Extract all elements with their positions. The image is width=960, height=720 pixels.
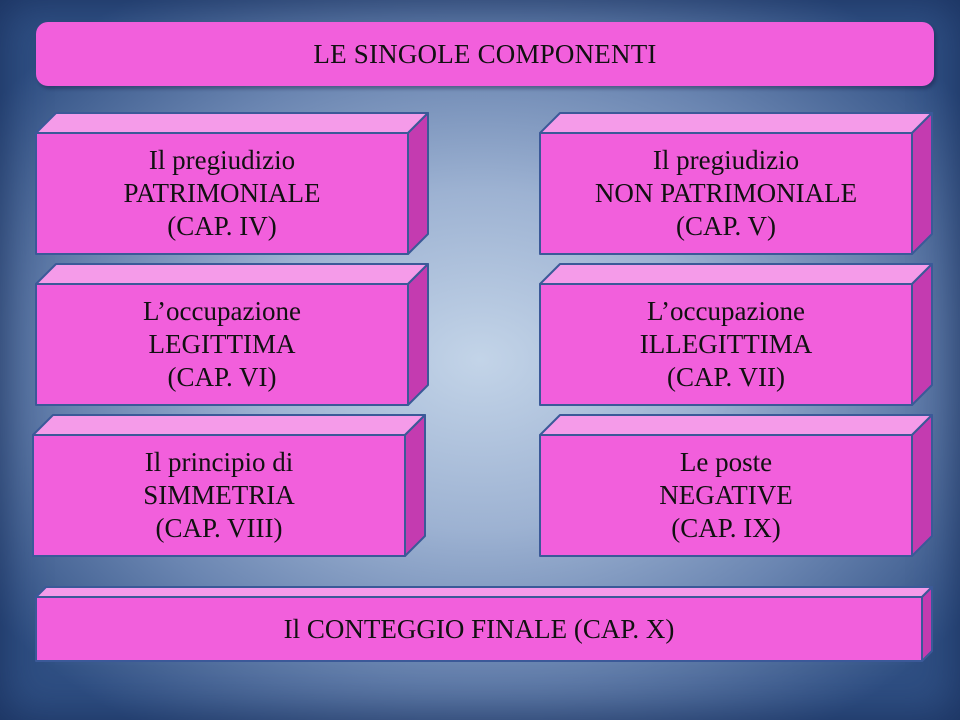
box-3d-shape bbox=[539, 414, 933, 557]
box-label: L’occupazione ILLEGITTIMA (CAP. VII) bbox=[540, 284, 912, 405]
box-side-face bbox=[407, 112, 429, 255]
box-top-face bbox=[35, 263, 429, 285]
box-label-line3: (CAP. VI) bbox=[167, 362, 277, 392]
slide-title: LE SINGOLE COMPONENTI bbox=[313, 38, 657, 69]
box-3d-shape bbox=[539, 263, 933, 406]
box-label-line3: (CAP. IV) bbox=[167, 211, 277, 241]
box-label-line3: (CAP. VII) bbox=[666, 362, 785, 392]
box-3d-shape bbox=[35, 586, 933, 662]
box-label-line3: (CAP. V) bbox=[675, 211, 777, 241]
box-3d-shape bbox=[539, 112, 933, 255]
box-top-face bbox=[35, 112, 429, 134]
box-front-face bbox=[35, 283, 409, 406]
box-top-face bbox=[32, 414, 426, 436]
box-principio-simmetria: Il principio di SIMMETRIA (CAP. VIII) bbox=[32, 414, 426, 557]
title-bar: LE SINGOLE COMPONENTI bbox=[36, 22, 934, 86]
box-conteggio-finale: Il CONTEGGIO FINALE (CAP. X) bbox=[35, 586, 933, 662]
box-label: Il principio di SIMMETRIA (CAP. VIII) bbox=[33, 435, 405, 556]
box-label-line2: NEGATIVE bbox=[659, 480, 793, 510]
box-label-line1: Il principio di bbox=[144, 447, 294, 477]
box-side-face bbox=[911, 112, 933, 255]
box-occupazione-legittima: L’occupazione LEGITTIMA (CAP. VI) bbox=[35, 263, 429, 406]
box-side-face bbox=[911, 263, 933, 406]
box-label-line2: LEGITTIMA bbox=[148, 329, 296, 359]
box-label-line1: Il pregiudizio bbox=[652, 145, 800, 175]
box-top-face bbox=[539, 263, 933, 285]
box-3d-shape bbox=[32, 414, 426, 557]
box-label: Il pregiudizio PATRIMONIALE (CAP. IV) bbox=[36, 133, 408, 254]
box-label-line3: (CAP. VIII) bbox=[155, 513, 283, 543]
box-label: Le poste NEGATIVE (CAP. IX) bbox=[540, 435, 912, 556]
box-side-face bbox=[911, 414, 933, 557]
box-label-line2: NON PATRIMONIALE bbox=[594, 178, 858, 208]
box-side-face bbox=[921, 586, 933, 662]
box-pregiudizio-patrimoniale: Il pregiudizio PATRIMONIALE (CAP. IV) bbox=[35, 112, 429, 255]
box-label-line1: Il pregiudizio bbox=[148, 145, 296, 175]
box-top-face bbox=[539, 414, 933, 436]
box-label-line1: L’occupazione bbox=[143, 296, 301, 326]
box-front-face bbox=[35, 132, 409, 255]
box-label-line3: (CAP. IX) bbox=[671, 513, 781, 543]
box-label: Il pregiudizio NON PATRIMONIALE (CAP. V) bbox=[540, 133, 912, 254]
box-label: L’occupazione LEGITTIMA (CAP. VI) bbox=[36, 284, 408, 405]
box-side-face bbox=[404, 414, 426, 557]
box-label-line2: ILLEGITTIMA bbox=[639, 329, 813, 359]
box-occupazione-illegittima: L’occupazione ILLEGITTIMA (CAP. VII) bbox=[539, 263, 933, 406]
box-label-line2: SIMMETRIA bbox=[143, 480, 295, 510]
box-front-face bbox=[32, 434, 406, 557]
box-3d-shape bbox=[35, 263, 429, 406]
box-pregiudizio-non-patrimoniale: Il pregiudizio NON PATRIMONIALE (CAP. V) bbox=[539, 112, 933, 255]
box-label-line1: Il CONTEGGIO FINALE (CAP. X) bbox=[283, 613, 675, 644]
box-front-face bbox=[539, 434, 913, 557]
box-top-face bbox=[35, 586, 933, 598]
box-front-face bbox=[35, 596, 923, 662]
box-side-face bbox=[407, 263, 429, 406]
box-front-face bbox=[539, 283, 913, 406]
box-front-face bbox=[539, 132, 913, 255]
box-poste-negative: Le poste NEGATIVE (CAP. IX) bbox=[539, 414, 933, 557]
box-3d-shape bbox=[35, 112, 429, 255]
box-label-line2: PATRIMONIALE bbox=[123, 178, 321, 208]
box-label: Il CONTEGGIO FINALE (CAP. X) bbox=[36, 597, 922, 661]
box-top-face bbox=[539, 112, 933, 134]
box-label-line1: L’occupazione bbox=[647, 296, 805, 326]
box-label-line1: Le poste bbox=[679, 447, 773, 477]
